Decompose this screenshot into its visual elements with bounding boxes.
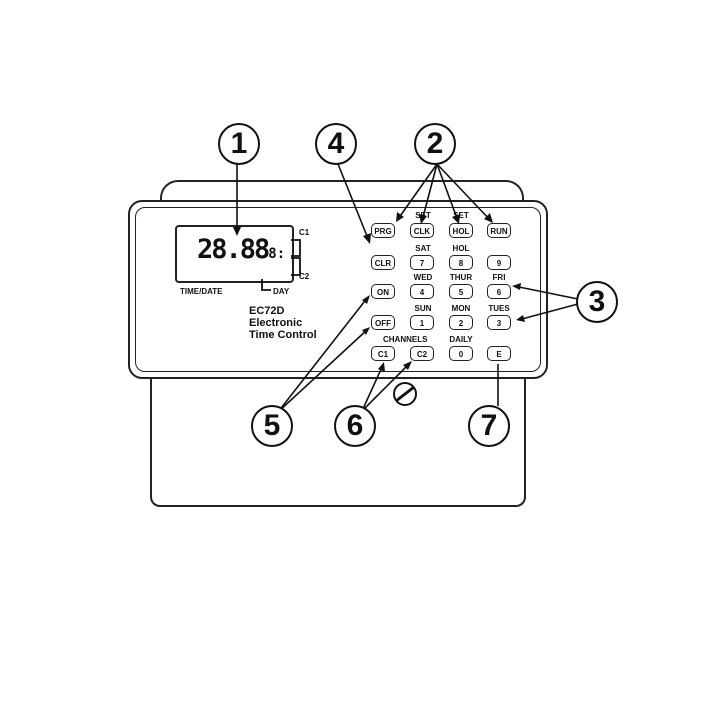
wed-label: WED <box>403 273 443 282</box>
c2-channel-button[interactable]: C2 <box>410 346 434 361</box>
model-line-3: Time Control <box>249 329 317 341</box>
clr-button[interactable]: CLR <box>371 255 395 270</box>
key-3-tues[interactable]: 3 <box>487 315 511 330</box>
time-date-label: TIME/DATE <box>180 287 223 296</box>
fri-label: FRI <box>479 273 519 282</box>
tues-label: TUES <box>479 304 519 313</box>
key-0-daily[interactable]: 0 <box>449 346 473 361</box>
mon-label: MON <box>441 304 481 313</box>
e-button[interactable]: E <box>487 346 511 361</box>
lcd-small-digits: 8: <box>268 246 285 262</box>
channels-label: CHANNELS <box>383 335 423 344</box>
callout-5: 5 <box>251 405 293 447</box>
clk-button[interactable]: CLK <box>410 223 434 238</box>
lcd-main-digits: 28.88 <box>197 234 268 265</box>
off-button[interactable]: OFF <box>371 315 395 330</box>
lcd-c2-label: C2 <box>299 272 309 281</box>
thur-label: THUR <box>441 273 481 282</box>
set-hol-label: SET <box>441 211 481 220</box>
key-7-sat[interactable]: 7 <box>410 255 434 270</box>
hol-label: HOL <box>441 244 481 253</box>
callout-7: 7 <box>468 405 510 447</box>
callout-6: 6 <box>334 405 376 447</box>
c1-channel-button[interactable]: C1 <box>371 346 395 361</box>
key-5-thur[interactable]: 5 <box>449 284 473 299</box>
callout-3: 3 <box>576 281 618 323</box>
key-1-sun[interactable]: 1 <box>410 315 434 330</box>
model-line-2: Electronic <box>249 317 302 329</box>
callout-1: 1 <box>218 123 260 165</box>
callout-4: 4 <box>315 123 357 165</box>
daily-label: DAILY <box>441 335 481 344</box>
hol-button[interactable]: HOL <box>449 223 473 238</box>
key-2-mon[interactable]: 2 <box>449 315 473 330</box>
set-clk-label: SET <box>403 211 443 220</box>
sat-label: SAT <box>403 244 443 253</box>
callout-2: 2 <box>414 123 456 165</box>
lcd-c1-label: C1 <box>299 228 309 237</box>
lcd-readout: 28.888: <box>197 234 287 274</box>
key-4-wed[interactable]: 4 <box>410 284 434 299</box>
sun-label: SUN <box>403 304 443 313</box>
run-button[interactable]: RUN <box>487 223 511 238</box>
model-line-1: EC72D <box>249 305 284 317</box>
key-6-fri[interactable]: 6 <box>487 284 511 299</box>
key-9[interactable]: 9 <box>487 255 511 270</box>
day-label: DAY <box>273 287 289 296</box>
on-button[interactable]: ON <box>371 284 395 299</box>
key-8-hol[interactable]: 8 <box>449 255 473 270</box>
prg-button[interactable]: PRG <box>371 223 395 238</box>
